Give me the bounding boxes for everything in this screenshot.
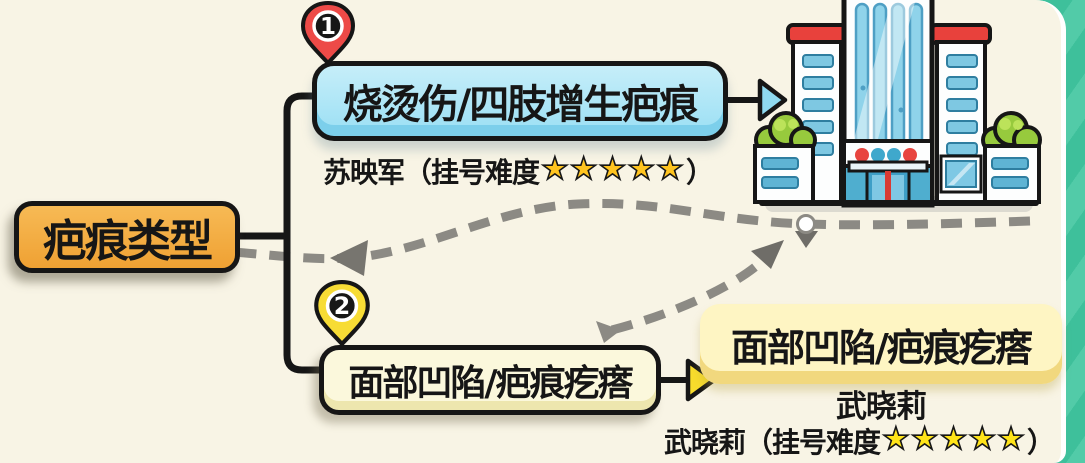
root-type-label: 疤痕类型 [43, 216, 213, 267]
branch2-box: 面部凹陷/疤痕疙瘩 [319, 345, 661, 415]
difficulty-stars-yellow: ★★★★★ [881, 420, 1026, 457]
branch1-doctor-prefix: 苏映军（挂号难度 [323, 156, 540, 189]
destination-doctor-line: 武晓莉（挂号难度 ★★★★★ ） [655, 422, 1063, 460]
difficulty-stars-gold: ★★★★★ [540, 150, 685, 187]
branch1-box: 烧烫伤/四肢增生疤痕 [312, 61, 728, 141]
destination-doctor-name: 武晓莉 [700, 386, 1062, 425]
destination-card: 面部凹陷/疤痕疙瘩 [700, 304, 1062, 384]
hospital-building-icon [753, 0, 1042, 212]
branch2-label: 面部凹陷/疤痕疙瘩 [348, 363, 633, 404]
pin2-number: 2 [334, 292, 350, 320]
map-pin-2-icon: 2 [314, 280, 370, 347]
destination-doctor-suffix: ） [1026, 426, 1055, 459]
root-type-box: 疤痕类型 [14, 201, 240, 273]
destination-doctor-prefix: 武晓莉（挂号难度 [664, 426, 881, 459]
branch1-doctor-suffix: ） [685, 156, 714, 189]
branch1-doctor-line: 苏映军（挂号难度 ★★★★★ ） [312, 152, 724, 190]
pin1-number: 1 [320, 14, 336, 40]
branch1-label: 烧烫伤/四肢增生疤痕 [342, 82, 700, 128]
arrow-to-hospital-icon [728, 78, 788, 122]
map-pin-1-icon: 1 [300, 0, 356, 66]
destination-title: 面部凹陷/疤痕疙瘩 [731, 325, 1033, 370]
doctor-name-text: 武晓莉 [836, 388, 927, 425]
